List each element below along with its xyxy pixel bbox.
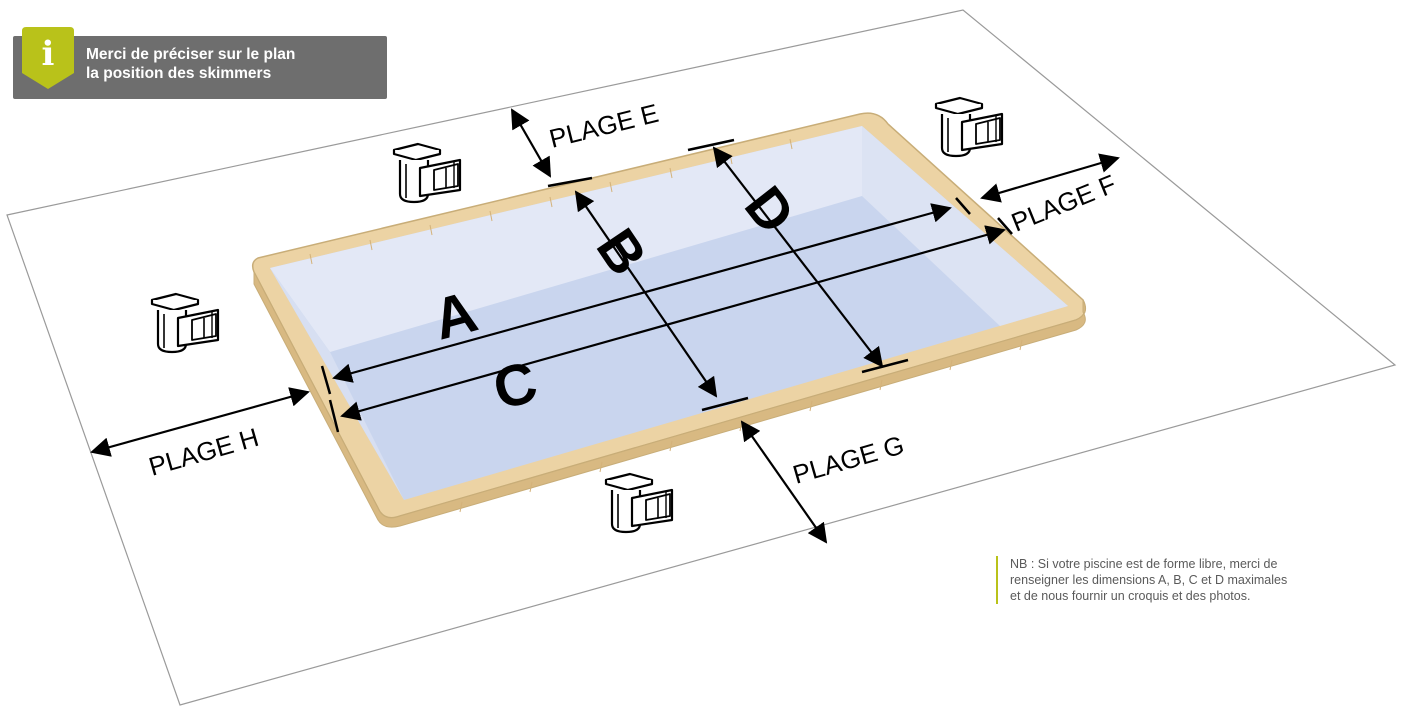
dimension-b-arrow [574, 190, 718, 398]
info-line-1: Merci de préciser sur le plan [86, 46, 296, 63]
info-message: Merci de préciser sur le plan la positio… [86, 45, 295, 83]
nb-note: NB : Si votre piscine est de forme libre… [996, 556, 1380, 604]
plage-e-arrow [511, 108, 551, 178]
note-line-2: renseigner les dimensions A, B, C et D m… [1010, 573, 1288, 587]
note-line-1: NB : Si votre piscine est de forme libre… [1010, 557, 1278, 571]
info-line-2: la position des skimmers [86, 65, 272, 82]
info-icon: i [22, 27, 74, 89]
plage-g-arrow [740, 420, 828, 544]
dimension-d-arrow [712, 146, 884, 368]
plage-h-arrow [90, 387, 310, 457]
plage-f-arrow [980, 153, 1120, 203]
note-line-3: et de nous fournir un croquis et des pho… [1010, 589, 1251, 603]
info-box [13, 36, 387, 99]
svg-text:i: i [42, 34, 55, 74]
